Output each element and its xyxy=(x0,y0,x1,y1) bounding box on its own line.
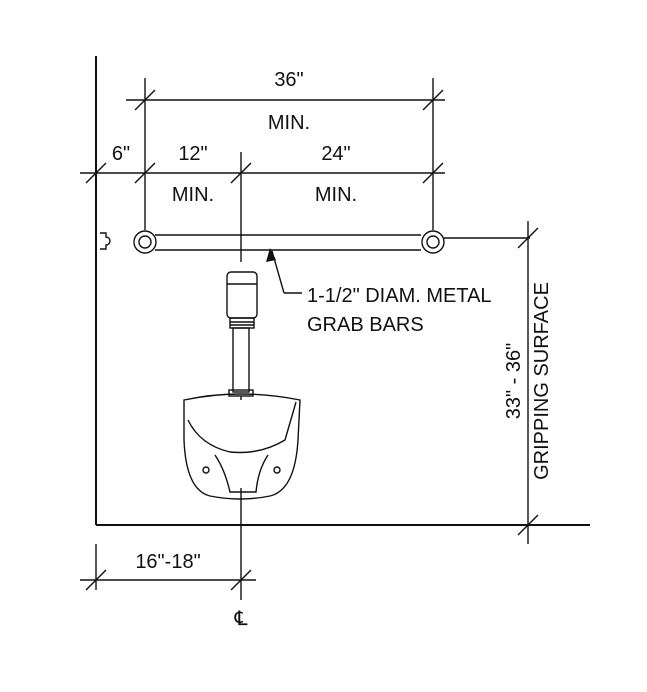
grab-bar-flange-left xyxy=(133,230,157,254)
dimension-label-gripping-surface: GRIPPING SURFACE xyxy=(531,282,553,480)
dimension-label-24-min: MIN. xyxy=(315,184,357,206)
note-line-2: GRAB BARS xyxy=(307,314,424,336)
leader-arrow-icon xyxy=(266,248,276,262)
dimension-label-36: 36" xyxy=(274,69,303,91)
grab-bar xyxy=(100,230,530,254)
dimension-label-24: 24" xyxy=(321,143,350,165)
grab-bar-note: 1-1/2" DIAM. METAL GRAB BARS xyxy=(266,248,492,336)
toilet-paper-holder-icon xyxy=(100,232,111,250)
dimension-label-33-36: 33" - 36" xyxy=(503,343,525,419)
wall-outline xyxy=(95,56,590,526)
urinal xyxy=(183,393,301,500)
grab-bar-flange-right xyxy=(421,230,445,254)
note-line-1: 1-1/2" DIAM. METAL xyxy=(307,285,492,307)
dimension-height: 33" - 36" GRIPPING SURFACE xyxy=(503,221,553,544)
dimension-label-12-min: MIN. xyxy=(172,184,214,206)
flush-valve xyxy=(226,271,258,397)
dimension-label-36-min: MIN. xyxy=(268,112,310,134)
centerline-symbol: ℄ xyxy=(234,608,248,630)
dimension-label-6: 6" xyxy=(112,143,130,165)
dimension-label-12: 12" xyxy=(178,143,207,165)
dimension-36-in: 36" MIN. xyxy=(126,69,445,230)
dimension-label-16-18: 16"-18" xyxy=(135,551,200,573)
dimension-centerline: 16"-18" ℄ xyxy=(80,488,256,630)
dimension-chain: 6" 12" MIN. 24" MIN. xyxy=(80,143,445,262)
